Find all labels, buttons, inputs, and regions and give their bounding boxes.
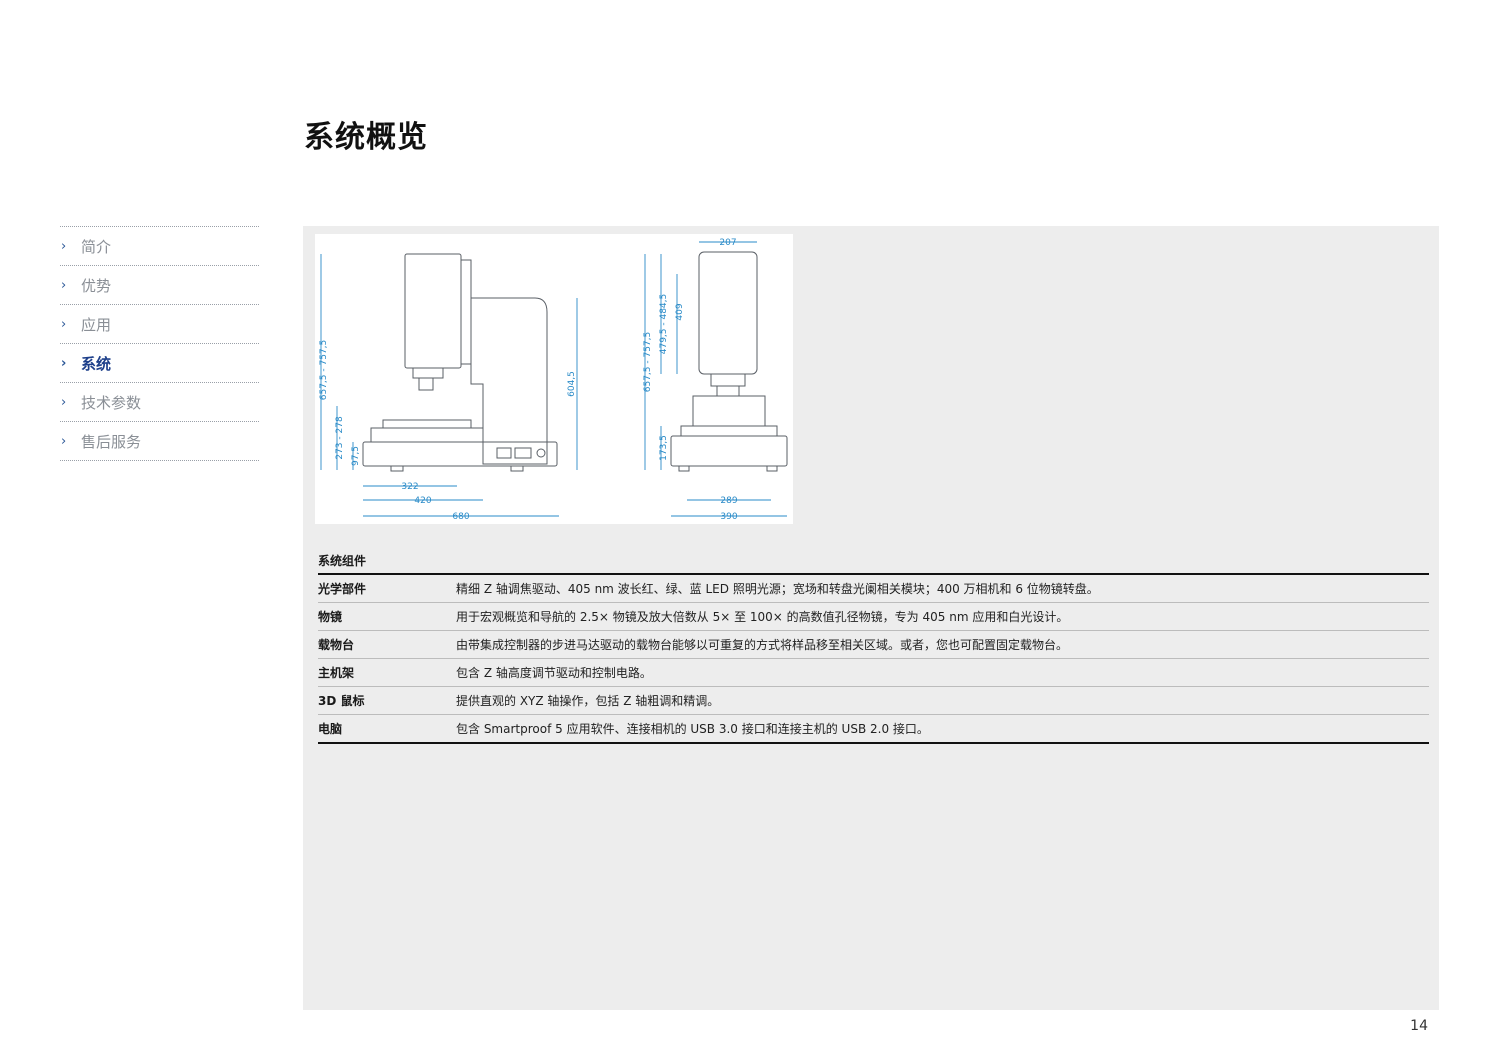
- table-row: 物镜 用于宏观概览和导航的 2.5× 物镜及放大倍数从 5× 至 100× 的高…: [318, 603, 1429, 631]
- knob-side: [536, 448, 546, 458]
- table-row: 3D 鼠标 提供直观的 XYZ 轴操作，包括 Z 轴粗调和精调。: [318, 687, 1429, 715]
- camera-head-side: [404, 253, 462, 369]
- chevron-right-icon: ›: [61, 433, 67, 449]
- switch-side: [496, 447, 512, 459]
- sidebar-item-label: 技术参数: [81, 393, 142, 412]
- dim-side-base-height: 97,5: [351, 446, 361, 466]
- page-title: 系统概览: [304, 120, 428, 155]
- dim-side-stage-height: 273 - 278: [335, 416, 345, 460]
- dimension-lines: [320, 241, 787, 517]
- row-value: 包含 Z 轴高度调节驱动和控制电路。: [456, 666, 652, 680]
- stage-front: [680, 425, 778, 437]
- foot-front-right: [766, 465, 778, 472]
- base-front: [670, 435, 788, 467]
- sidebar-item-service[interactable]: › 售后服务: [60, 421, 259, 461]
- dim-front-head-height: 479,5 - 484,5: [659, 294, 669, 355]
- column-side: [470, 297, 548, 465]
- row-value: 精细 Z 轴调焦驱动、405 nm 波长红、绿、蓝 LED 照明光源；宽场和转盘…: [456, 582, 1099, 596]
- stage-base-side: [370, 427, 484, 443]
- stage-side: [382, 419, 472, 429]
- dim-front-base-height: 173,5: [659, 435, 669, 461]
- chevron-right-icon: ›: [61, 238, 67, 254]
- dimension-drawing: 657,5 - 757,5 273 - 278 97,5 604,5 322 4…: [315, 234, 793, 524]
- table-row: 主机架 包含 Z 轴高度调节驱动和控制电路。: [318, 659, 1429, 687]
- content-panel: 657,5 - 757,5 273 - 278 97,5 604,5 322 4…: [303, 226, 1439, 1010]
- turret-front: [710, 373, 746, 387]
- sidebar-item-specs[interactable]: › 技术参数: [60, 382, 259, 421]
- dim-front-w2: 390: [720, 512, 737, 522]
- port-side: [514, 447, 532, 459]
- sidebar-item-label: 优势: [81, 276, 112, 295]
- foot-front-left: [678, 465, 690, 472]
- turret-side: [412, 367, 444, 379]
- chevron-right-icon: ›: [61, 355, 67, 371]
- row-key: 物镜: [318, 610, 343, 624]
- dim-side-w2: 420: [414, 496, 431, 506]
- sidebar-item-label: 简介: [81, 237, 112, 256]
- dim-side-w3: 680: [452, 512, 469, 522]
- table-row: 光学部件 精细 Z 轴调焦驱动、405 nm 波长红、绿、蓝 LED 照明光源；…: [318, 575, 1429, 603]
- chevron-right-icon: ›: [61, 277, 67, 293]
- system-components-table: 系统组件 光学部件 精细 Z 轴调焦驱动、405 nm 波长红、绿、蓝 LED …: [318, 552, 1429, 744]
- foot-side-right: [510, 465, 524, 472]
- camera-head-front: [698, 251, 758, 375]
- sidebar-item-system[interactable]: › 系统: [60, 343, 259, 382]
- base-side: [362, 441, 558, 467]
- dim-front-w1: 289: [720, 496, 737, 506]
- chevron-right-icon: ›: [61, 394, 67, 410]
- sidebar-item-label: 应用: [81, 315, 112, 334]
- table-title: 系统组件: [318, 552, 1429, 575]
- dim-side-w1: 322: [401, 482, 418, 492]
- sidebar-item-advantages[interactable]: › 优势: [60, 265, 259, 304]
- dim-side-column-height: 604,5: [567, 371, 577, 397]
- row-value: 提供直观的 XYZ 轴操作，包括 Z 轴粗调和精调。: [456, 694, 720, 708]
- dim-front-top-width: 207: [719, 238, 736, 248]
- page-number: 14: [1410, 1018, 1428, 1034]
- table-row: 电脑 包含 Smartproof 5 应用软件、连接相机的 USB 3.0 接口…: [318, 715, 1429, 744]
- row-key: 载物台: [318, 638, 355, 652]
- sidebar-item-intro[interactable]: › 简介: [60, 226, 259, 265]
- column-front: [692, 395, 766, 427]
- row-value: 包含 Smartproof 5 应用软件、连接相机的 USB 3.0 接口和连接…: [456, 722, 929, 736]
- foot-side-left: [390, 465, 404, 472]
- sidebar-nav: › 简介 › 优势 › 应用 › 系统 › 技术参数 › 售后服务: [60, 226, 259, 461]
- objective-side: [418, 377, 434, 391]
- sidebar-item-label: 系统: [81, 354, 112, 373]
- row-key: 主机架: [318, 666, 355, 680]
- objective-front: [716, 385, 740, 397]
- dim-front-head-inner: 409: [675, 303, 685, 320]
- dimension-drawing-svg: 657,5 - 757,5 273 - 278 97,5 604,5 322 4…: [319, 238, 788, 522]
- dim-side-total-height: 657,5 - 757,5: [319, 340, 329, 401]
- head-mount-side: [460, 259, 472, 365]
- row-value: 由带集成控制器的步进马达驱动的载物台能够以可重复的方式将样品移至相关区域。或者，…: [456, 638, 1069, 652]
- table-row: 载物台 由带集成控制器的步进马达驱动的载物台能够以可重复的方式将样品移至相关区域…: [318, 631, 1429, 659]
- row-key: 3D 鼠标: [318, 694, 365, 708]
- row-key: 电脑: [318, 722, 343, 736]
- row-key: 光学部件: [318, 582, 367, 596]
- dim-front-total-height: 657,5 - 757,5: [643, 332, 653, 393]
- sidebar-item-label: 售后服务: [81, 432, 142, 451]
- row-value: 用于宏观概览和导航的 2.5× 物镜及放大倍数从 5× 至 100× 的高数值孔…: [456, 610, 1069, 624]
- chevron-right-icon: ›: [61, 316, 67, 332]
- sidebar-item-applications[interactable]: › 应用: [60, 304, 259, 343]
